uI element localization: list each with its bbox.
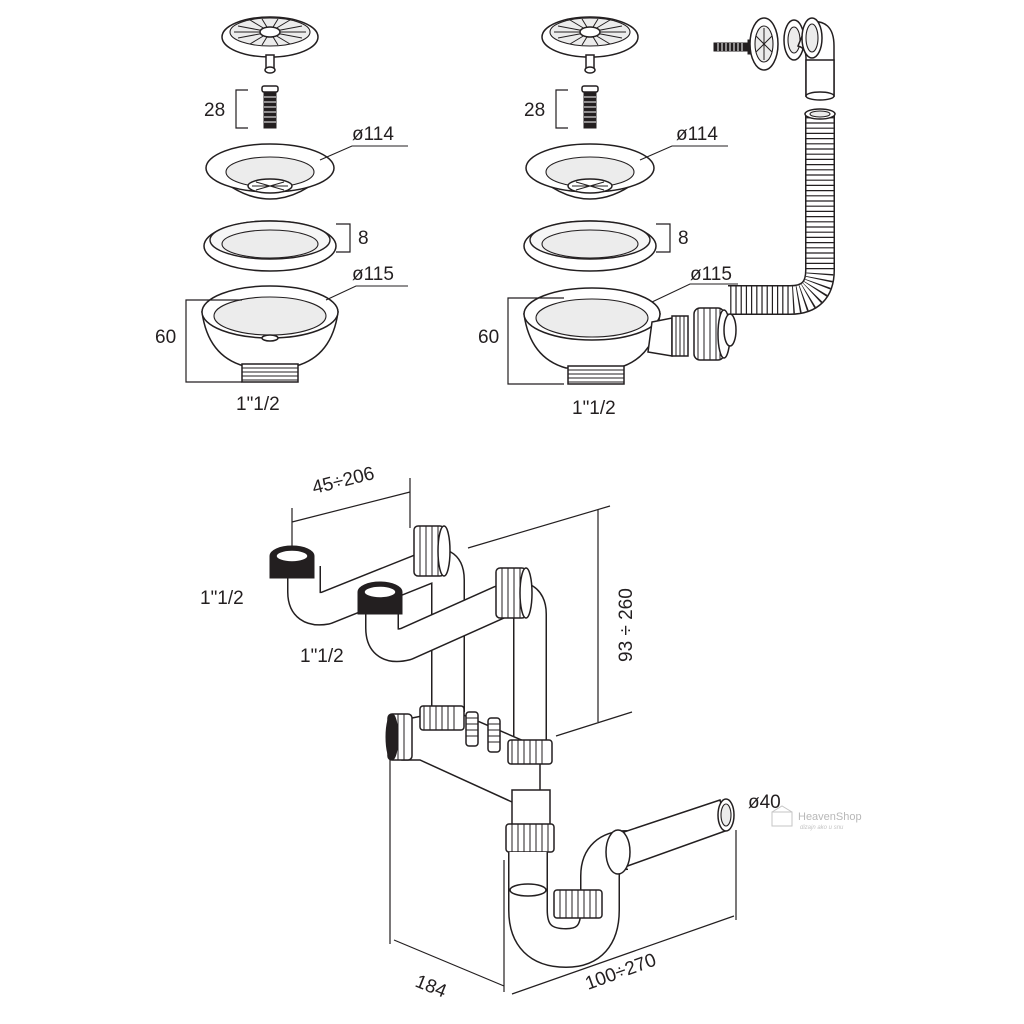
double-siphon-assembly: 45÷206 1"1/2 1"1/2 93 ÷ 260 ø40 184 100÷… <box>200 463 781 1003</box>
overflow-ring-icon <box>783 19 805 61</box>
overflow-cover-icon <box>749 17 779 71</box>
siphon-manifold-icon <box>385 705 553 803</box>
watermark: HeavenShop dizajn ako u snu <box>771 805 862 831</box>
right-gasket-icon <box>523 220 657 272</box>
watermark-brand: HeavenShop <box>798 811 862 823</box>
right-flange-diameter-label: ø114 <box>676 124 718 145</box>
siphon-front-inlet-icon <box>357 567 547 750</box>
height-range-label: 93 ÷ 260 <box>616 588 637 662</box>
right-screw-icon <box>581 85 599 129</box>
right-inlet-thread-label: 1"1/2 <box>300 646 344 667</box>
overflow-hose-icon <box>723 108 836 347</box>
overflow-screw-icon <box>713 39 755 55</box>
right-basket-icon <box>541 16 639 74</box>
watermark-tagline: dizajn ako u snu <box>800 825 844 831</box>
left-body-height-label: 60 <box>155 327 176 348</box>
left-basket-icon <box>221 16 319 74</box>
inlet-spacing-label: 45÷206 <box>310 463 376 499</box>
left-body-diameter-label: ø115 <box>352 264 394 285</box>
depth-label: 184 <box>412 971 450 1003</box>
left-flange-diameter-label: ø114 <box>352 124 394 145</box>
right-flange-icon <box>525 143 655 200</box>
left-body-icon <box>201 285 339 383</box>
siphon-trap-icon <box>505 789 735 968</box>
right-gasket-height-label: 8 <box>678 228 689 249</box>
right-screw-length-label: 28 <box>524 100 545 121</box>
overflow-set <box>713 17 836 347</box>
left-screw-length-label: 28 <box>204 100 225 121</box>
left-screw-icon <box>261 85 279 129</box>
left-strainer-assembly: 28 ø114 8 ø115 60 <box>155 16 408 415</box>
right-body-diameter-label: ø115 <box>690 264 732 285</box>
left-thread-label: 1"1/2 <box>236 394 280 415</box>
right-thread-label: 1"1/2 <box>572 398 616 419</box>
left-flange-icon <box>205 143 335 200</box>
overflow-elbow-icon <box>796 17 835 101</box>
right-body-height-label: 60 <box>478 327 499 348</box>
left-inlet-thread-label: 1"1/2 <box>200 588 244 609</box>
left-gasket-icon <box>203 220 337 272</box>
right-strainer-assembly: 28 ø114 8 ø115 <box>478 16 738 419</box>
outlet-diameter-label: ø40 <box>748 792 781 813</box>
right-body-icon <box>523 287 689 385</box>
left-gasket-height-label: 8 <box>358 228 369 249</box>
